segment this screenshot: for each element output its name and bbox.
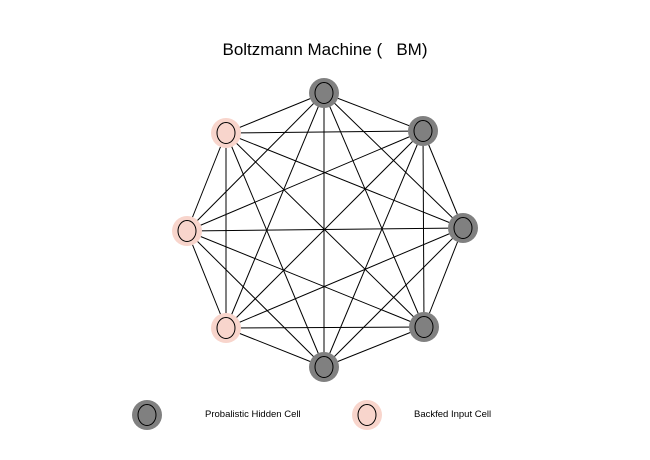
node-left xyxy=(172,216,202,246)
node-right xyxy=(448,213,478,243)
edge-bottom-upper-left xyxy=(225,132,325,368)
node-bottom xyxy=(309,352,339,382)
edge-bottom-lower-left xyxy=(225,327,325,368)
edge-lower-right-lower-left xyxy=(225,326,425,329)
edge-top-upper-left xyxy=(225,92,325,134)
node-lower-right xyxy=(409,312,439,342)
legend-input-icon xyxy=(352,400,382,430)
edge-lower-right-left xyxy=(186,230,425,328)
diagram-title: Boltzmann Machine ( BM) xyxy=(222,40,428,59)
node-upper-right xyxy=(408,116,438,146)
edge-right-upper-left xyxy=(225,132,464,229)
node-top xyxy=(309,78,339,108)
legend-hidden-label: Probalistic Hidden Cell xyxy=(205,409,301,420)
edge-right-lower-right xyxy=(423,227,464,328)
edge-bottom-left xyxy=(186,230,325,368)
edge-upper-right-lower-right xyxy=(422,130,425,328)
edge-left-upper-left xyxy=(186,132,227,232)
edges xyxy=(186,92,464,368)
edge-right-lower-left xyxy=(225,227,464,329)
node-upper-left xyxy=(211,118,241,148)
legend-input-label: Backfed Input Cell xyxy=(414,409,492,420)
edge-top-upper-right xyxy=(323,92,424,132)
edge-lower-right-bottom xyxy=(323,326,425,368)
node-lower-left xyxy=(211,313,241,343)
edge-lower-left-left xyxy=(186,230,227,329)
edge-upper-right-right xyxy=(422,130,464,229)
legend-hidden-icon xyxy=(132,400,162,430)
edge-lower-right-upper-left xyxy=(225,132,425,328)
edge-upper-right-upper-left xyxy=(225,130,424,134)
